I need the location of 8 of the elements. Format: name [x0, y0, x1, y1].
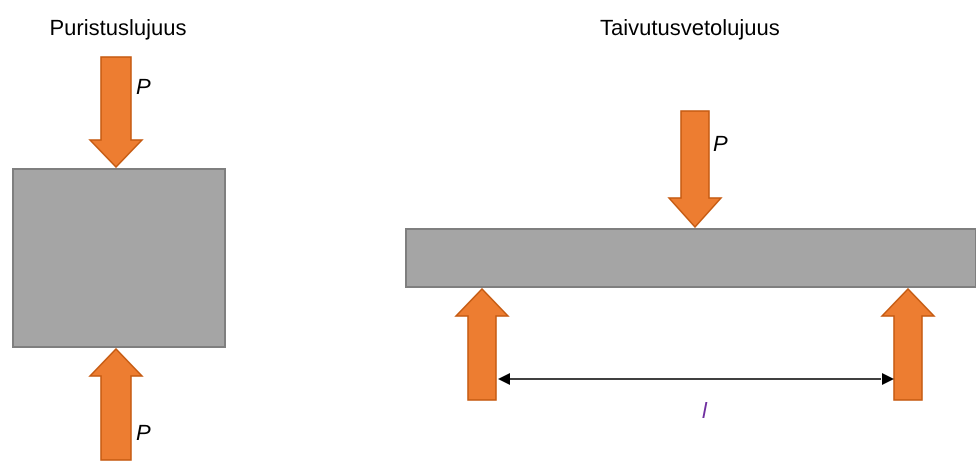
- span-label: l: [702, 400, 707, 422]
- heading: Puristuslujuus: [50, 17, 186, 39]
- test-block: [12, 168, 226, 348]
- force-label: P: [713, 133, 728, 155]
- heading: Taivutusvetolujuus: [600, 17, 780, 39]
- force-label: P: [136, 422, 151, 444]
- force-label: P: [136, 76, 151, 98]
- test-beam: [405, 228, 976, 288]
